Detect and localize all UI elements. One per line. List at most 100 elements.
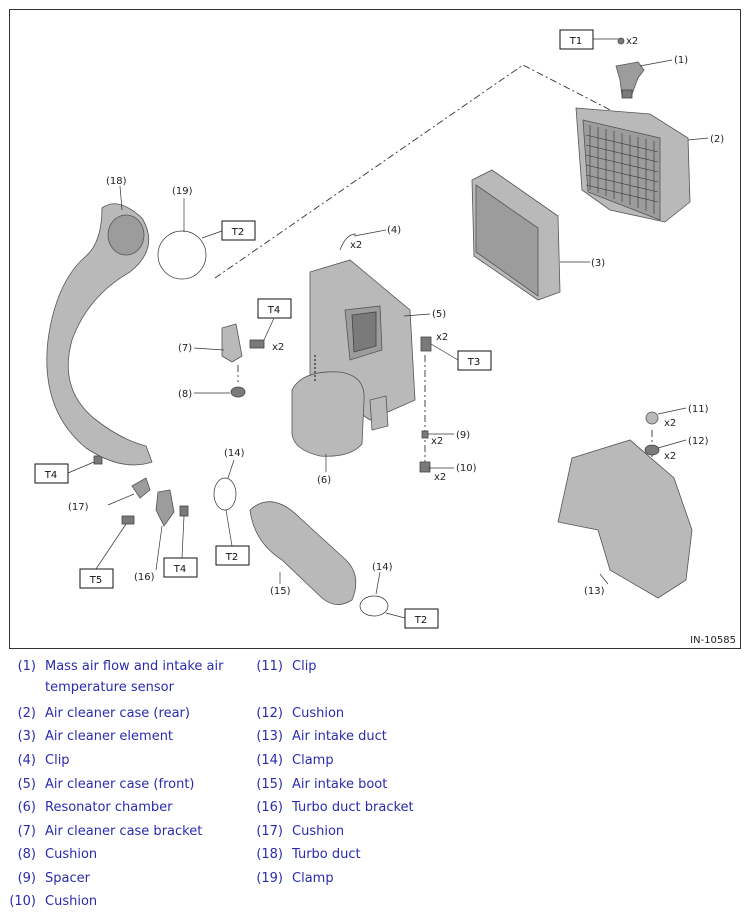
legend-text: Clip: [292, 659, 317, 674]
legend-number: (15): [256, 777, 283, 792]
legend-number: (1): [17, 659, 36, 674]
torque-tags: T1 T2 T4 T3 T4 T2 T4 T5 T2: [34, 29, 618, 629]
air-intake-boot-part: [249, 501, 357, 605]
qty-7: x2: [272, 342, 284, 353]
quantity-markers: x2 x2 x2 x2 x2 x2 x2 x2: [272, 36, 676, 483]
legend-number: (16): [256, 800, 283, 815]
callout-11: (11): [688, 404, 709, 415]
torque-tag-t1: T1: [569, 36, 582, 47]
assembly-line-19-2: [214, 64, 621, 279]
legend-number: (12): [256, 706, 283, 721]
legend-number: (6): [17, 800, 36, 815]
callout-12: (12): [688, 436, 709, 447]
qty-4: x2: [350, 240, 362, 251]
legend-text: Air cleaner case (front): [45, 777, 195, 792]
callout-8: (8): [178, 389, 192, 400]
air-cleaner-element-part: [471, 169, 561, 301]
callout-13: (13): [584, 586, 605, 597]
legend-text: Air intake boot: [292, 777, 388, 792]
air-cleaner-case-rear-part: [575, 107, 691, 223]
qty-12: x2: [664, 451, 676, 462]
legend-number: (14): [256, 753, 283, 768]
callout-18: (18): [106, 176, 127, 187]
resonator-chamber-part: [291, 355, 365, 457]
bolt-t4-16: [179, 505, 189, 517]
qty-11: x2: [664, 418, 676, 429]
clamp-part-14a: [213, 477, 237, 511]
callout-5: (5): [432, 309, 446, 320]
callout-7: (7): [178, 343, 192, 354]
legend-text: Clamp: [292, 871, 334, 886]
torque-tag-t2-14a: T2: [225, 552, 238, 563]
callout-4: (4): [387, 225, 401, 236]
bolt-t4-18: [93, 455, 103, 465]
callout-16: (16): [134, 572, 155, 583]
legend-text: Air intake duct: [292, 729, 387, 744]
bolt-t1: [617, 37, 625, 45]
legend-number: (10): [9, 894, 36, 909]
torque-tag-t4-18: T4: [44, 470, 57, 481]
callout-10: (10): [456, 463, 477, 474]
legend-number: (4): [17, 753, 36, 768]
legend-number: (3): [17, 729, 36, 744]
legend-text: Air cleaner element: [45, 729, 174, 744]
parts-diagram: T1 T2 T4 T3 T4 T2 T4 T5 T2 x2 x2 x2 x2 x…: [9, 9, 741, 649]
legend-number: (18): [256, 847, 283, 862]
torque-tag-t4-16: T4: [173, 564, 186, 575]
legend-text: Cushion: [45, 894, 98, 909]
legend-number: (13): [256, 729, 283, 744]
clamp-part-19: [157, 230, 207, 280]
torque-tag-t4-7: T4: [267, 305, 280, 316]
callout-2: (2): [710, 134, 724, 145]
legend-text: Air cleaner case bracket: [45, 824, 203, 839]
callout-15: (15): [270, 586, 291, 597]
callout-1: (1): [674, 55, 688, 66]
callout-17: (17): [68, 502, 89, 513]
torque-tag-t3: T3: [467, 357, 480, 368]
legend-text: Resonator chamber: [45, 800, 173, 815]
callout-14a: (14): [224, 448, 245, 459]
legend-number: (5): [17, 777, 36, 792]
torque-tag-t2-19: T2: [231, 227, 244, 238]
parts-legend: (1) Mass air flow and intake air tempera…: [0, 656, 752, 918]
legend-text: Cushion: [292, 824, 345, 839]
bolt-t3: [420, 336, 432, 352]
clip-part-4: [339, 233, 357, 251]
legend-number: (19): [256, 871, 283, 886]
cushion-part-12: [644, 444, 660, 456]
legend-text: Spacer: [45, 871, 90, 886]
turbo-duct-bracket-part: [155, 489, 175, 527]
exploded-view: T1 T2 T4 T3 T4 T2 T4 T5 T2 x2 x2 x2 x2 x…: [34, 29, 736, 646]
legend-text: Turbo duct: [292, 847, 361, 862]
legend-number: (7): [17, 824, 36, 839]
callout-9: (9): [456, 430, 470, 441]
case-bracket-part: [221, 323, 243, 363]
callout-3: (3): [591, 258, 605, 269]
legend-text: Clip: [45, 753, 70, 768]
qty-9: x2: [431, 436, 443, 447]
legend-text: Cushion: [45, 847, 98, 862]
legend-text: Air cleaner case (rear): [45, 706, 190, 721]
qty-10: x2: [434, 472, 446, 483]
cushion-part-8: [230, 386, 246, 398]
legend-number: (11): [256, 659, 283, 674]
legend-number: (17): [256, 824, 283, 839]
cushion-part-17: [131, 477, 151, 499]
leader-lines: [107, 59, 709, 595]
torque-tag-t2-14b: T2: [414, 615, 427, 626]
callout-14b: (14): [372, 562, 393, 573]
legend-text: Mass air flow and intake air temperature…: [45, 659, 224, 695]
clip-part-11: [645, 411, 659, 425]
callout-19: (19): [172, 186, 193, 197]
turbo-duct-part: [46, 203, 153, 466]
cushion-part-10: [419, 461, 431, 473]
figure-code: IN-10585: [690, 635, 736, 646]
bolt-t5: [121, 515, 135, 525]
clamp-part-14b: [359, 595, 389, 617]
legend-number: (9): [17, 871, 36, 886]
legend-number: (2): [17, 706, 36, 721]
spacer-part-9: [421, 430, 429, 439]
legend-text: Turbo duct bracket: [292, 800, 414, 815]
qty-5: x2: [436, 332, 448, 343]
maf-sensor-part: [615, 61, 645, 99]
